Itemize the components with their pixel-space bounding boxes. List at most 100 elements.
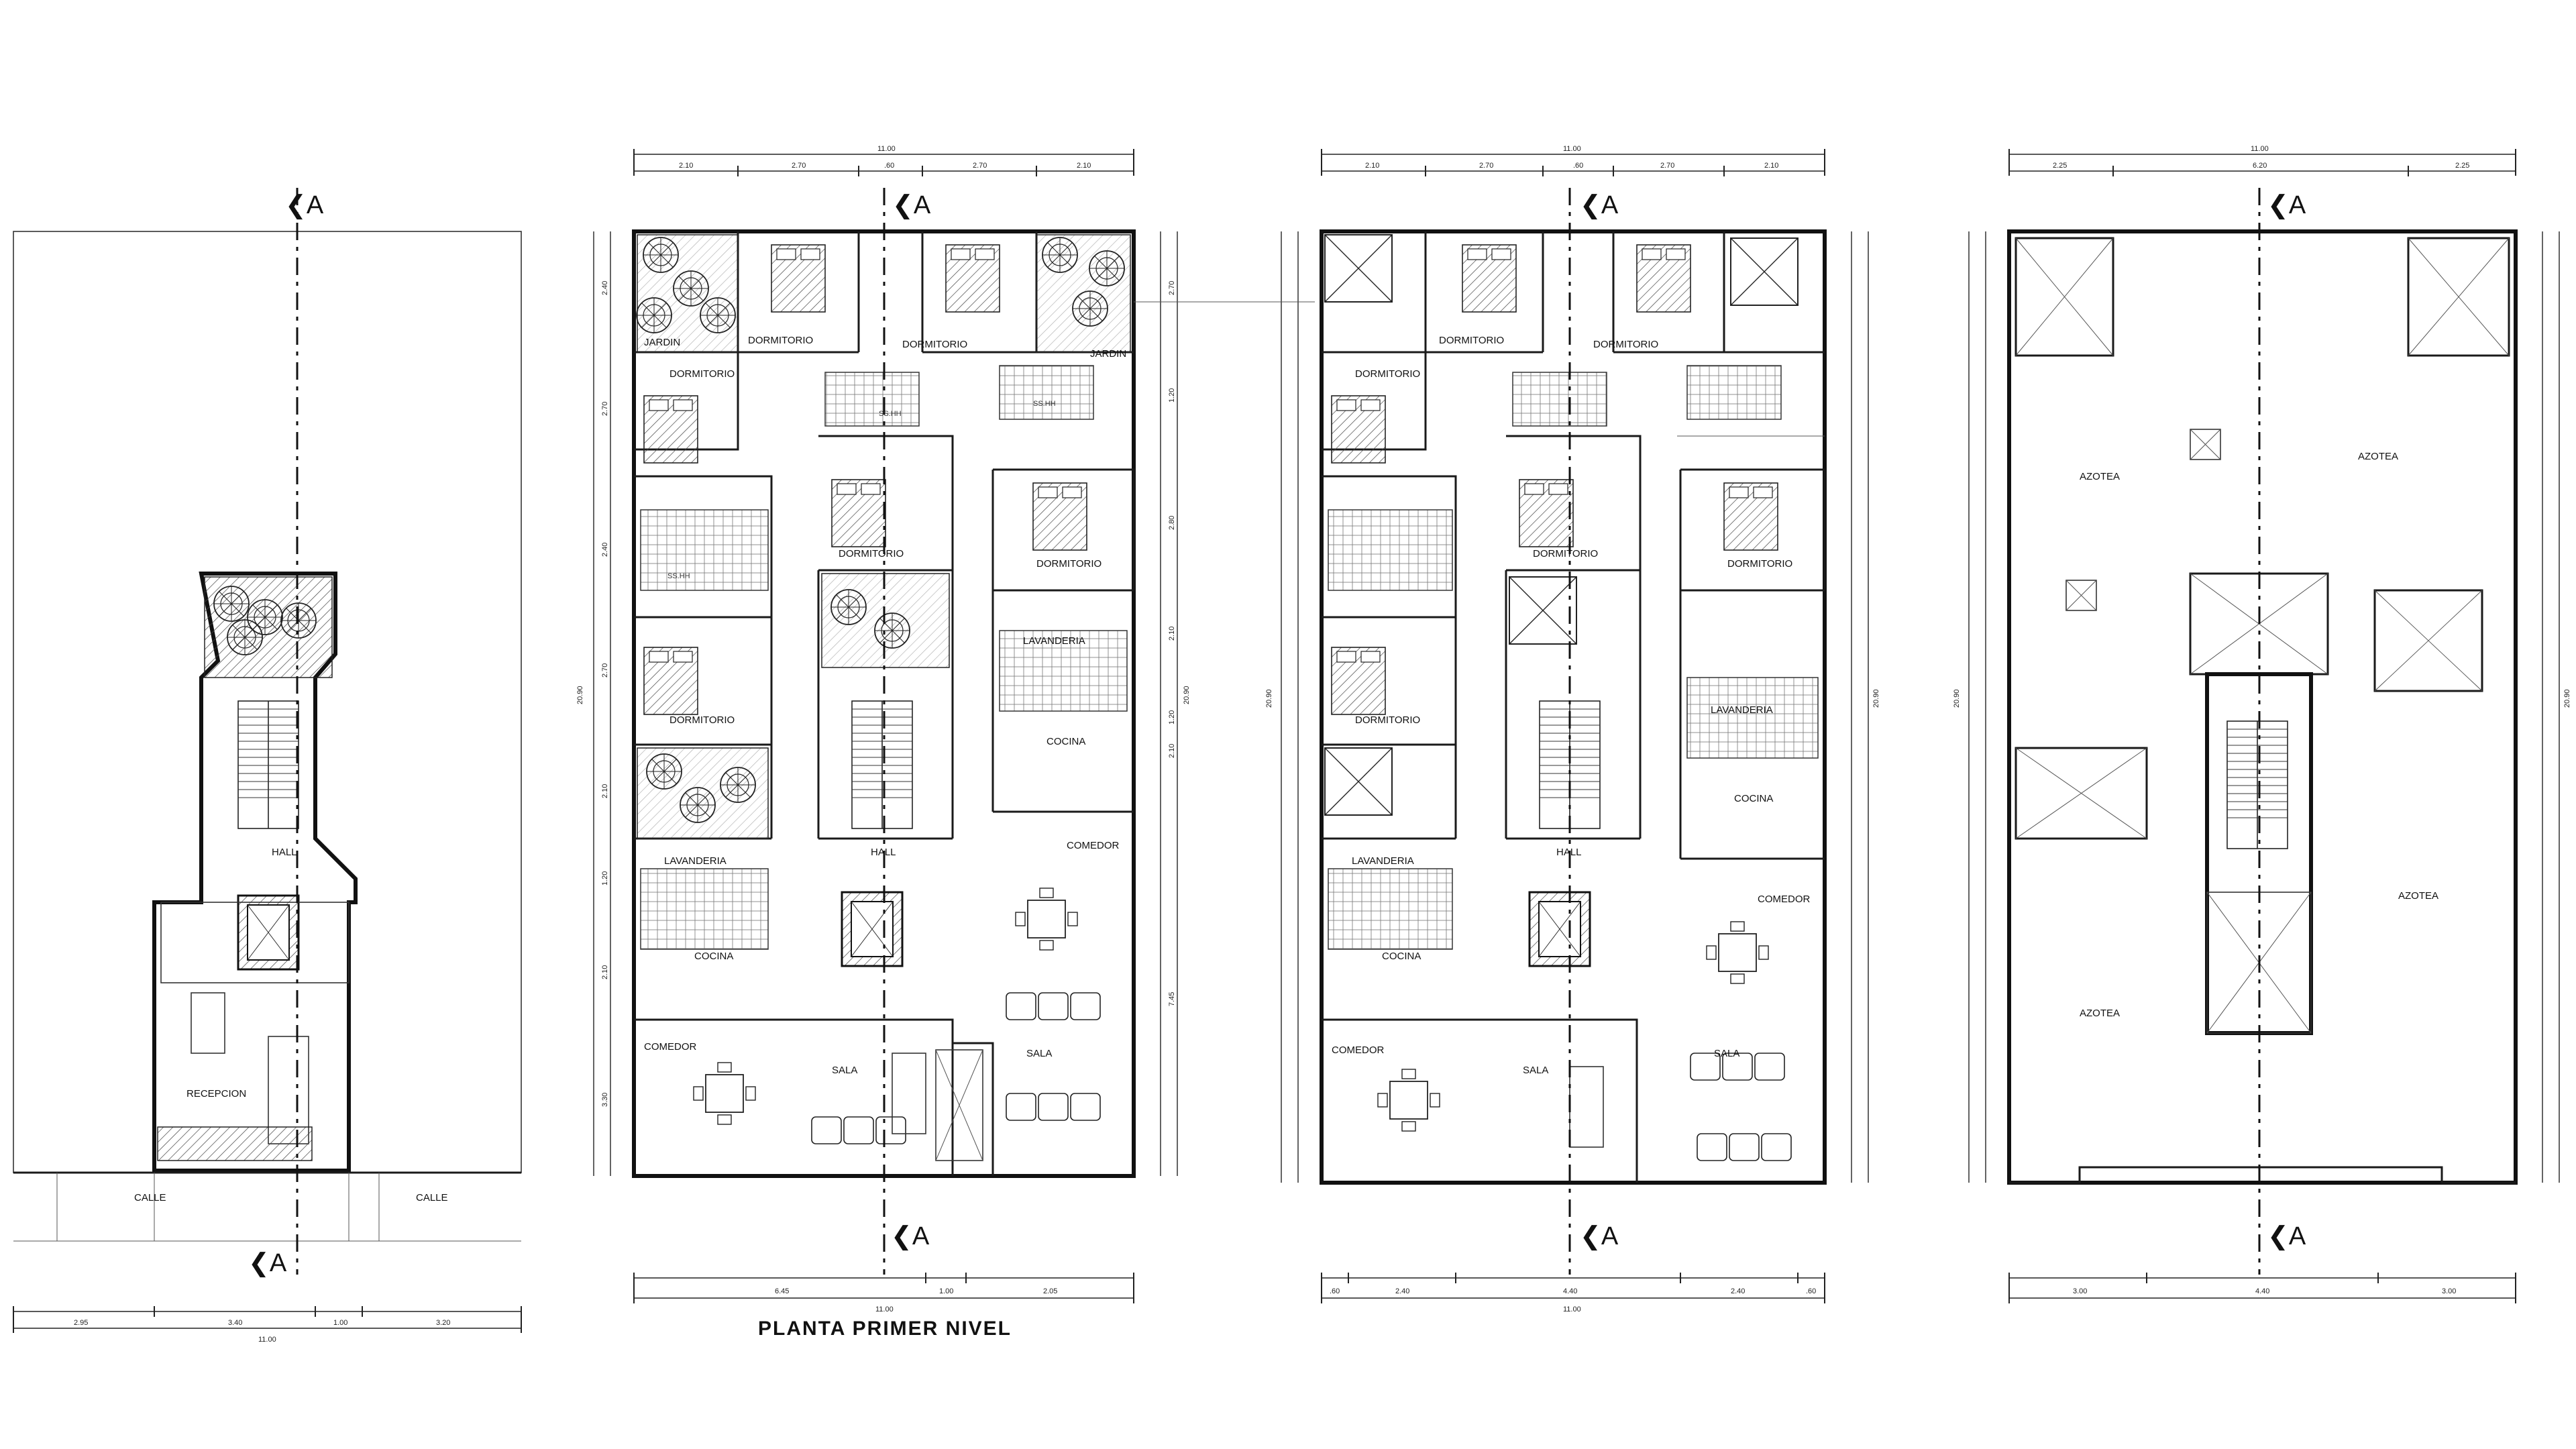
section-cut-marker-p2-top: ❮A <box>1580 191 1619 220</box>
section-cut-marker-p1-bottom: ❮A <box>891 1222 930 1251</box>
dim-side-left-2: 2.70 <box>601 402 609 416</box>
room-label-dormitorio-6: DORMITORIO <box>669 714 735 726</box>
dim-p3-top-1: 2.25 <box>2053 162 2067 170</box>
dim-p0-bottom-1: 2.95 <box>74 1319 88 1327</box>
room-label-hall-p0: HALL <box>272 847 297 858</box>
room-label-recepcion: RECEPCION <box>186 1088 246 1099</box>
dim-p2-top-5: 2.10 <box>1764 162 1778 170</box>
room-label-ssh-1: SS.HH <box>879 410 902 418</box>
room-label-azotea-1: AZOTEA <box>2080 471 2120 482</box>
dim-side-right-2: 1.20 <box>1168 388 1176 402</box>
dim-p3-top-3: 2.25 <box>2455 162 2469 170</box>
room-label-lavanderia-2: LAVANDERIA <box>664 855 727 867</box>
section-cut-marker-p0-bottom: ❮A <box>248 1249 287 1278</box>
dim-p3-side-total: 20.90 <box>1953 689 1961 708</box>
plan-title: PLANTA PRIMER NIVEL <box>758 1318 1012 1340</box>
room-label-lavanderia-p2-2: LAVANDERIA <box>1352 855 1414 867</box>
room-label-comedor-p2-1: COMEDOR <box>1758 894 1811 905</box>
section-cut-marker-p0-top: ❮A <box>285 191 324 220</box>
room-label-ssh-3: SS.HH <box>667 572 690 580</box>
dim-side-right-6: 2.10 <box>1168 744 1176 758</box>
section-cut-marker-p3-top: ❮A <box>2267 191 2306 220</box>
dim-p2-bottom-total: 11.00 <box>1563 1305 1581 1313</box>
dim-p1-top-2: 2.70 <box>792 162 806 170</box>
room-label-sala-p2-2: SALA <box>1714 1048 1739 1059</box>
dim-side-right-5: 1.20 <box>1168 710 1176 724</box>
dim-total-width-p1: 11.00 <box>877 145 896 153</box>
room-label-dormitorio-p2-6: DORMITORIO <box>1355 714 1420 726</box>
dim-p1-top-5: 2.10 <box>1077 162 1091 170</box>
room-label-calle-1: CALLE <box>134 1192 166 1203</box>
dimension-texts: 11.00 2.10 2.70 .60 2.70 2.10 11.00 2.10… <box>74 145 2571 1344</box>
dim-side-left-7: 2.10 <box>601 965 609 979</box>
room-label-comedor-2: COMEDOR <box>644 1041 697 1053</box>
room-label-sala-1: SALA <box>832 1065 857 1076</box>
dim-side-left-1: 2.40 <box>601 281 609 295</box>
dim-p1-top-4: 2.70 <box>973 162 987 170</box>
dim-total-width-p2: 11.00 <box>1563 145 1581 153</box>
dim-total-width-p3: 11.00 <box>2251 145 2269 153</box>
section-cut-marker-p1-top: ❮A <box>892 191 931 220</box>
room-label-dormitorio-p2-3: DORMITORIO <box>1355 368 1420 380</box>
room-label-hall-p1: HALL <box>871 847 896 858</box>
dim-p1-side-right-total: 20.90 <box>1183 686 1191 704</box>
dim-p2-bottom-5: .60 <box>1806 1287 1816 1295</box>
dim-p3-side-right-total: 20.90 <box>2563 689 2571 708</box>
room-label-cocina-p2-1: COCINA <box>1734 793 1773 804</box>
plan-ground-floor <box>13 188 522 1275</box>
section-cut-marker-p2-bottom: ❮A <box>1580 1222 1619 1251</box>
dim-p1-top-1: 2.10 <box>679 162 693 170</box>
room-label-cocina-1: COCINA <box>1046 736 1085 747</box>
dim-p2-bottom-1: .60 <box>1330 1287 1340 1295</box>
room-label-dormitorio-5: DORMITORIO <box>1036 558 1102 570</box>
room-label-dormitorio-p2-2: DORMITORIO <box>1593 339 1658 350</box>
dim-p2-top-1: 2.10 <box>1365 162 1379 170</box>
room-label-dormitorio-4: DORMITORIO <box>839 548 904 559</box>
dim-p3-bottom-1: 3.00 <box>2073 1287 2087 1295</box>
dim-p2-bottom-4: 2.40 <box>1731 1287 1745 1295</box>
room-label-calle-2: CALLE <box>416 1192 448 1203</box>
room-label-azotea-2: AZOTEA <box>2358 451 2398 462</box>
room-label-azotea-3: AZOTEA <box>2398 890 2438 902</box>
room-label-hall-p2: HALL <box>1556 847 1582 858</box>
room-label-azotea-4: AZOTEA <box>2080 1008 2120 1019</box>
dim-p2-side-right-total: 20.90 <box>1872 689 1880 708</box>
room-label-dormitorio-p2-4: DORMITORIO <box>1533 548 1598 559</box>
room-label-cocina-p2-2: COCINA <box>1382 951 1421 962</box>
room-label-dormitorio-1: DORMITORIO <box>748 335 813 346</box>
room-label-dormitorio-2: DORMITORIO <box>902 339 967 350</box>
dim-side-left-8: 3.30 <box>601 1093 609 1107</box>
dim-p2-bottom-3: 4.40 <box>1563 1287 1577 1295</box>
dim-p0-bottom-2: 3.40 <box>228 1319 242 1327</box>
room-labels: HALL RECEPCION CALLE CALLE JARDIN JARDIN… <box>134 335 2438 1203</box>
dim-p2-side-total: 20.90 <box>1265 689 1273 708</box>
dim-side-left-4: 2.70 <box>601 663 609 678</box>
room-label-jardin-2: JARDIN <box>1090 348 1126 360</box>
dim-p1-bottom-1: 6.45 <box>775 1287 789 1295</box>
dim-side-left-5: 2.10 <box>601 784 609 798</box>
dim-p1-side-total: 20.90 <box>576 686 584 704</box>
dim-p3-bottom-3: 3.00 <box>2442 1287 2456 1295</box>
room-label-comedor-1: COMEDOR <box>1067 840 1120 851</box>
dim-p2-bottom-2: 2.40 <box>1395 1287 1409 1295</box>
dim-side-right-1: 2.70 <box>1168 281 1176 295</box>
room-label-lavanderia-p2-1: LAVANDERIA <box>1711 704 1773 716</box>
room-label-dormitorio-p2-5: DORMITORIO <box>1727 558 1792 570</box>
dimension-lines <box>13 149 2560 1333</box>
dim-p1-bottom-2: 1.00 <box>939 1287 953 1295</box>
dim-p1-top-3: .60 <box>884 162 894 170</box>
dim-p0-bottom-4: 3.20 <box>436 1319 450 1327</box>
dim-side-right-7: 7.45 <box>1168 992 1176 1006</box>
dim-side-right-4: 2.10 <box>1168 627 1176 641</box>
plan-roof <box>2007 188 2518 1275</box>
room-label-cocina-2: COCINA <box>694 951 733 962</box>
room-label-lavanderia-1: LAVANDERIA <box>1023 635 1085 647</box>
room-label-sala-p2-1: SALA <box>1523 1065 1548 1076</box>
dim-side-right-3: 2.80 <box>1168 516 1176 530</box>
room-label-dormitorio-3: DORMITORIO <box>669 368 735 380</box>
room-label-comedor-p2-2: COMEDOR <box>1332 1044 1385 1056</box>
room-label-sala-2: SALA <box>1026 1048 1052 1059</box>
dim-p2-top-3: .60 <box>1573 162 1583 170</box>
section-cut-marker-p3-bottom: ❮A <box>2267 1222 2306 1251</box>
